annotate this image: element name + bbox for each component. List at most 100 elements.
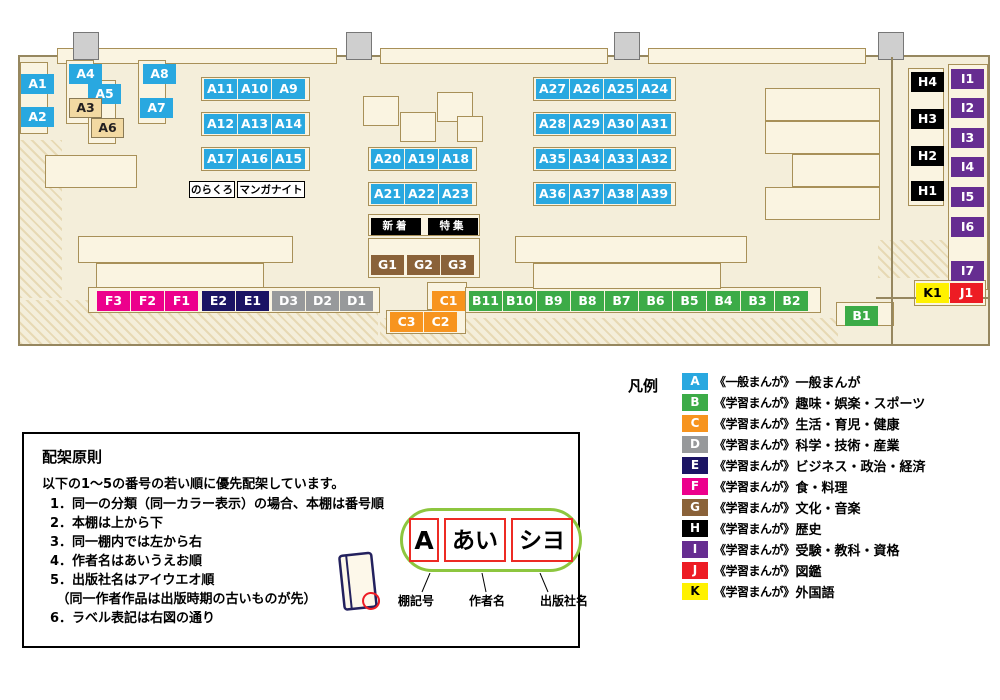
shelf-label-B6: B6 [639, 291, 672, 311]
shelf-label-A3: A3 [69, 98, 102, 118]
shelf-label-A12: A12 [204, 114, 237, 134]
shelf-label-G1: G1 [371, 255, 404, 275]
legend-category: 図鑑 [795, 565, 822, 580]
shelf-label-A9: A9 [272, 79, 305, 99]
shelf-label-A22: A22 [405, 184, 438, 204]
legend-chip-A: A [682, 373, 708, 390]
shelf-label-A31: A31 [638, 114, 671, 134]
legend-chip-D: D [682, 436, 708, 453]
shelf-label-I5: I5 [951, 187, 984, 207]
legend-series: 《学習まんが》 [714, 564, 795, 578]
area-label: 特集 [428, 218, 478, 235]
shelf-label-I4: I4 [951, 157, 984, 177]
shelf-block [515, 236, 747, 263]
shelf-label-H4: H4 [911, 72, 944, 92]
shelf-label-A29: A29 [570, 114, 603, 134]
principle-item: （同一作者作品は出版時期の古いものが先） [50, 592, 317, 607]
legend-chip-F: F [682, 478, 708, 495]
legend-series: 《学習まんが》 [714, 543, 795, 557]
shelf-label-B2: B2 [775, 291, 808, 311]
sample-caption: 作者名 [468, 594, 505, 608]
shelf-label-A21: A21 [371, 184, 404, 204]
legend-category: 文化・音楽 [795, 502, 861, 517]
shelf-label-A18: A18 [439, 149, 472, 169]
principle-item: 3．同一棚内では左から右 [50, 535, 203, 550]
legend-item-J: J《学習まんが》図鑑 [682, 560, 926, 581]
shelf-label-A30: A30 [604, 114, 637, 134]
legend-item-E: E 《学習まんが》ビジネス・政治・経済 [682, 455, 926, 476]
legend-item-H: H《学習まんが》歴史 [682, 518, 926, 539]
shelf-label-I3: I3 [951, 128, 984, 148]
legend-item-F: F 《学習まんが》食・料理 [682, 476, 926, 497]
shelf-label-A37: A37 [570, 184, 603, 204]
shelf-label-A38: A38 [604, 184, 637, 204]
shelf-label-H1: H1 [911, 181, 944, 201]
shelf-label-A4: A4 [69, 64, 102, 84]
shelf-block [533, 263, 721, 289]
shelf-label-F3: F3 [97, 291, 130, 311]
legend-chip-B: B [682, 394, 708, 411]
legend-item-A: A《一般まんが》一般まんが [682, 371, 926, 392]
pillar [73, 32, 99, 60]
shelf-label-A23: A23 [439, 184, 472, 204]
shelf-label-A14: A14 [272, 114, 305, 134]
shelf-block [380, 48, 608, 64]
shelf-label-I7: I7 [951, 261, 984, 281]
sample-shelf-symbol: A [409, 518, 439, 562]
pillar [346, 32, 372, 60]
shelf-label-B4: B4 [707, 291, 740, 311]
sample-caption: 棚記号 [398, 594, 435, 608]
legend-series: 《学習まんが》 [714, 417, 795, 431]
shelf-label-D3: D3 [272, 291, 305, 311]
shelf-label-A8: A8 [143, 64, 176, 84]
legend-series: 《学習まんが》 [714, 459, 795, 473]
shelf-block [765, 88, 880, 121]
legend-chip-K: K [682, 583, 708, 600]
shelf-label-A28: A28 [536, 114, 569, 134]
legend-category: 食・料理 [795, 481, 848, 496]
legend-item-G: G《学習まんが》文化・音楽 [682, 497, 926, 518]
shelf-label-B7: B7 [605, 291, 638, 311]
shelf-label-H2: H2 [911, 146, 944, 166]
principle-item: 4．作者名はあいうえお順 [50, 554, 203, 569]
area-label: 新着 [371, 218, 421, 235]
label-sample: A あい シヨ [400, 508, 582, 572]
shelf-label-E2: E2 [202, 291, 235, 311]
shelf-label-G2: G2 [407, 255, 440, 275]
principle-item: 1．同一の分類（同一カラー表示）の場合、本棚は番号順 [50, 497, 385, 512]
label-sample-captions: 棚記号作者名出版社名 [398, 592, 588, 609]
legend-chip-E: E [682, 457, 708, 474]
shelf-label-E1: E1 [236, 291, 269, 311]
area-label: マンガナイト [237, 181, 305, 198]
shelf-label-G3: G3 [441, 255, 474, 275]
book-icon [336, 548, 384, 620]
legend-category: 科学・技術・産業 [795, 439, 900, 454]
shelf-label-A25: A25 [604, 79, 637, 99]
legend-chip-H: H [682, 520, 708, 537]
shelf-label-A24: A24 [638, 79, 671, 99]
sample-author: あい [444, 518, 506, 562]
shelf-label-C3: C3 [390, 312, 423, 332]
legend-category: 生活・育児・健康 [795, 418, 900, 433]
shelf-label-K1: K1 [916, 283, 949, 303]
shelf-label-A20: A20 [371, 149, 404, 169]
shelf-label-B11: B11 [469, 291, 502, 311]
shelf-block [765, 121, 880, 154]
legend-series: 《学習まんが》 [714, 480, 795, 494]
shelf-block [457, 116, 483, 142]
shelf-label-B1: B1 [845, 306, 878, 326]
shelf-label-A26: A26 [570, 79, 603, 99]
shelf-label-A16: A16 [238, 149, 271, 169]
legend-category: ビジネス・政治・経済 [795, 460, 926, 475]
sample-publisher: シヨ [511, 518, 573, 562]
legend-chip-C: C [682, 415, 708, 432]
shelf-block [45, 155, 137, 188]
shelf-label-A19: A19 [405, 149, 438, 169]
shelf-label-A32: A32 [638, 149, 671, 169]
shelf-label-D1: D1 [340, 291, 373, 311]
shelf-label-I6: I6 [951, 217, 984, 237]
